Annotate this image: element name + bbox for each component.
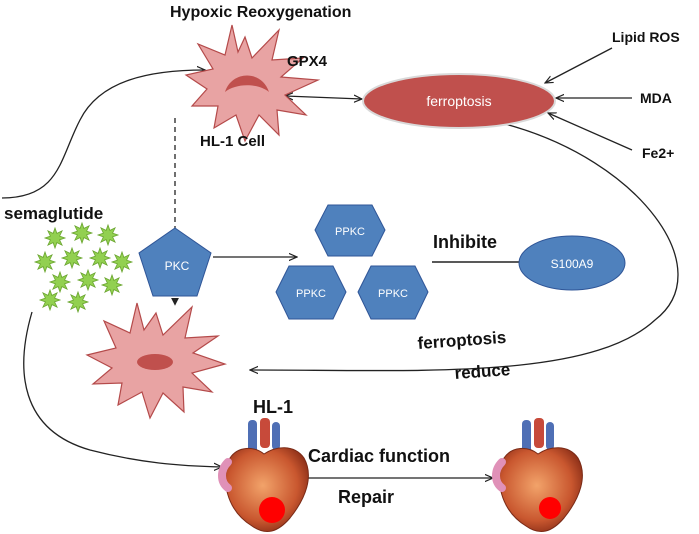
pill-icon: [60, 246, 84, 270]
gpx4-label: GPX4: [287, 53, 328, 70]
hl1-label: HL-1: [253, 397, 293, 417]
pill-icon: [100, 273, 124, 297]
arrow-lipid-ros: [545, 47, 613, 83]
ppkc-left-label: PPKC: [296, 288, 326, 300]
pill-icon: [110, 250, 134, 274]
ppkc-top-label: PPKC: [335, 226, 365, 238]
ppkc-node-right: PPKC: [357, 265, 429, 320]
heart-icon-left: [218, 418, 309, 533]
ppkc-node-top: PPKC: [314, 204, 386, 257]
ferroptosis-node: ferroptosis: [362, 73, 556, 129]
pkc-label: PKC: [165, 259, 190, 273]
pill-icon: [88, 246, 112, 270]
heart-icon-right: [492, 418, 583, 533]
pill-icon: [76, 268, 100, 292]
ppkc-node-left: PPKC: [275, 265, 347, 320]
pill-icon: [66, 290, 90, 314]
semaglutide-label: semaglutide: [4, 204, 103, 223]
connector-ferroptosis-reduce: [250, 123, 679, 371]
repair-label: Repair: [338, 487, 394, 507]
mda-label: MDA: [640, 90, 672, 106]
hl1-cell-label: HL-1 Cell: [200, 133, 265, 150]
pill-icon: [70, 221, 94, 245]
pkc-node: PKC: [138, 227, 212, 297]
pill-icon: [96, 223, 120, 247]
inhibite-label: Inhibite: [433, 232, 497, 252]
reduced-star-cell-icon: [85, 302, 228, 420]
connector-into-cell: [1, 70, 205, 199]
pill-cluster-icon: [33, 221, 134, 314]
hypoxic-reoxygenation-label: Hypoxic Reoxygenation: [170, 4, 351, 21]
s100a9-label: S100A9: [551, 257, 594, 271]
connector-cell-ferroptosis: [285, 96, 362, 99]
cardiac-function-label: Cardiac function: [308, 446, 450, 466]
pill-icon: [33, 250, 57, 274]
nucleus-icon: [137, 354, 173, 370]
lipid-ros-label: Lipid ROS: [612, 29, 680, 45]
arrow-fe2: [548, 113, 633, 151]
s100a9-node: S100A9: [518, 235, 626, 291]
reduce-label: reduce: [454, 360, 511, 383]
connector-semaglutide-heart: [23, 311, 222, 467]
nucleus-icon: [225, 75, 269, 92]
pill-icon: [43, 226, 67, 250]
ppkc-right-label: PPKC: [378, 288, 408, 300]
pill-icon: [48, 270, 72, 294]
fe2-label: Fe2+: [642, 145, 674, 161]
ferroptosis-node-label: ferroptosis: [426, 93, 491, 109]
pill-icon: [38, 288, 62, 312]
hl1-star-cell-icon: [184, 24, 321, 143]
ferroptosis-reduce-label: ferroptosis: [417, 328, 507, 353]
